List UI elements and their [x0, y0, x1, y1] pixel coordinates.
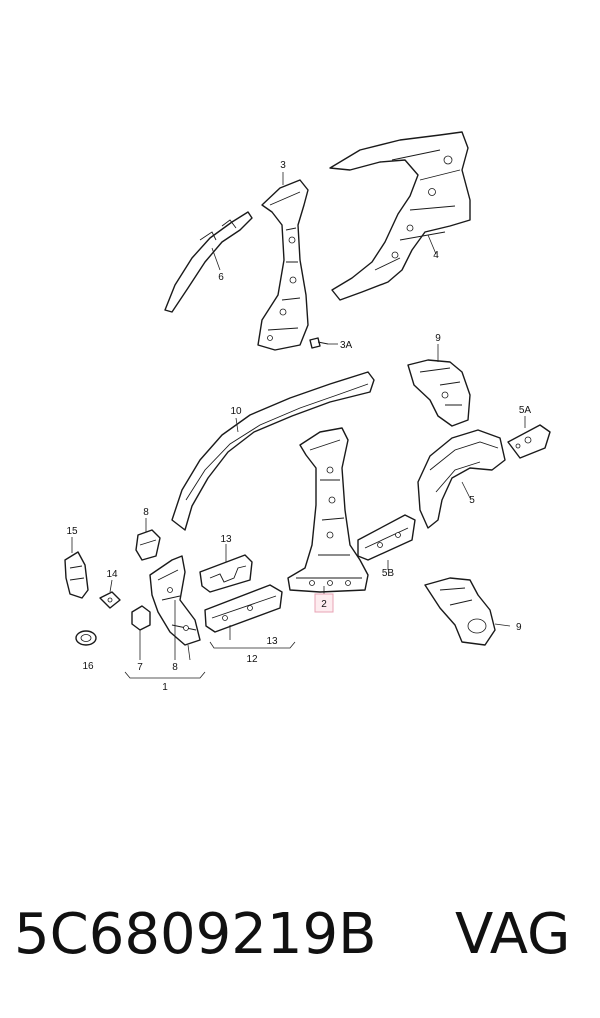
label-6: 6 [218, 272, 224, 283]
part-5a-bracket [507, 424, 551, 459]
label-16: 16 [82, 661, 94, 672]
label-9-upper: 9 [435, 333, 441, 344]
label-10: 10 [230, 406, 242, 417]
part-13-sill-front [204, 584, 283, 633]
callout-labels: 3 6 4 3A 9 10 5A 5 8 15 13 5B 14 2 9 13 … [66, 160, 531, 693]
part-5b-sill-reinforcement [357, 514, 416, 561]
part-16-grommet [75, 630, 97, 646]
footer: 5C6809219B VAG [0, 890, 600, 990]
brand-name: VAG [455, 902, 571, 967]
label-9-lower: 9 [516, 622, 522, 633]
label-7: 7 [137, 662, 143, 673]
label-8-upper: 8 [143, 507, 149, 518]
leader-lines [71, 172, 526, 679]
part-9-wheelhouse-lower [424, 577, 496, 646]
label-15: 15 [66, 526, 78, 537]
label-13-upper: 13 [220, 534, 232, 545]
part-3-b-pillar-upper [257, 179, 309, 351]
label-5a: 5A [519, 405, 532, 416]
part-2-b-pillar [287, 427, 369, 593]
part-14-clip [99, 591, 121, 609]
label-14: 14 [106, 569, 118, 580]
label-13-lower: 13 [266, 636, 278, 647]
parts-diagram: 3 6 4 3A 9 10 5A 5 8 15 13 5B 14 2 9 13 … [64, 131, 551, 693]
label-5b: 5B [382, 568, 395, 579]
label-3: 3 [280, 160, 286, 171]
part-4-rear-quarter-inner [329, 131, 471, 301]
part-5-rear-wheel-arch [417, 429, 506, 529]
part-8-upper-bracket [135, 529, 161, 561]
label-2-highlighted: 2 [321, 599, 327, 610]
label-4: 4 [433, 250, 439, 261]
part-10-roof-rail [171, 371, 375, 531]
part-6-a-pillar-strip [164, 211, 253, 313]
label-8-lower: 8 [172, 662, 178, 673]
highlight-box [314, 593, 334, 613]
label-1: 1 [162, 682, 168, 693]
part-3a-bolt [309, 337, 329, 349]
label-3a: 3A [340, 340, 353, 351]
part-15-insert [64, 551, 89, 599]
label-5: 5 [469, 495, 475, 506]
label-12: 12 [246, 654, 258, 665]
part-13-upper-reinforcement [199, 554, 253, 593]
part-7-block [131, 605, 151, 631]
part-number: 5C6809219B [14, 902, 377, 967]
part-9-wheelhouse-upper [407, 359, 471, 427]
